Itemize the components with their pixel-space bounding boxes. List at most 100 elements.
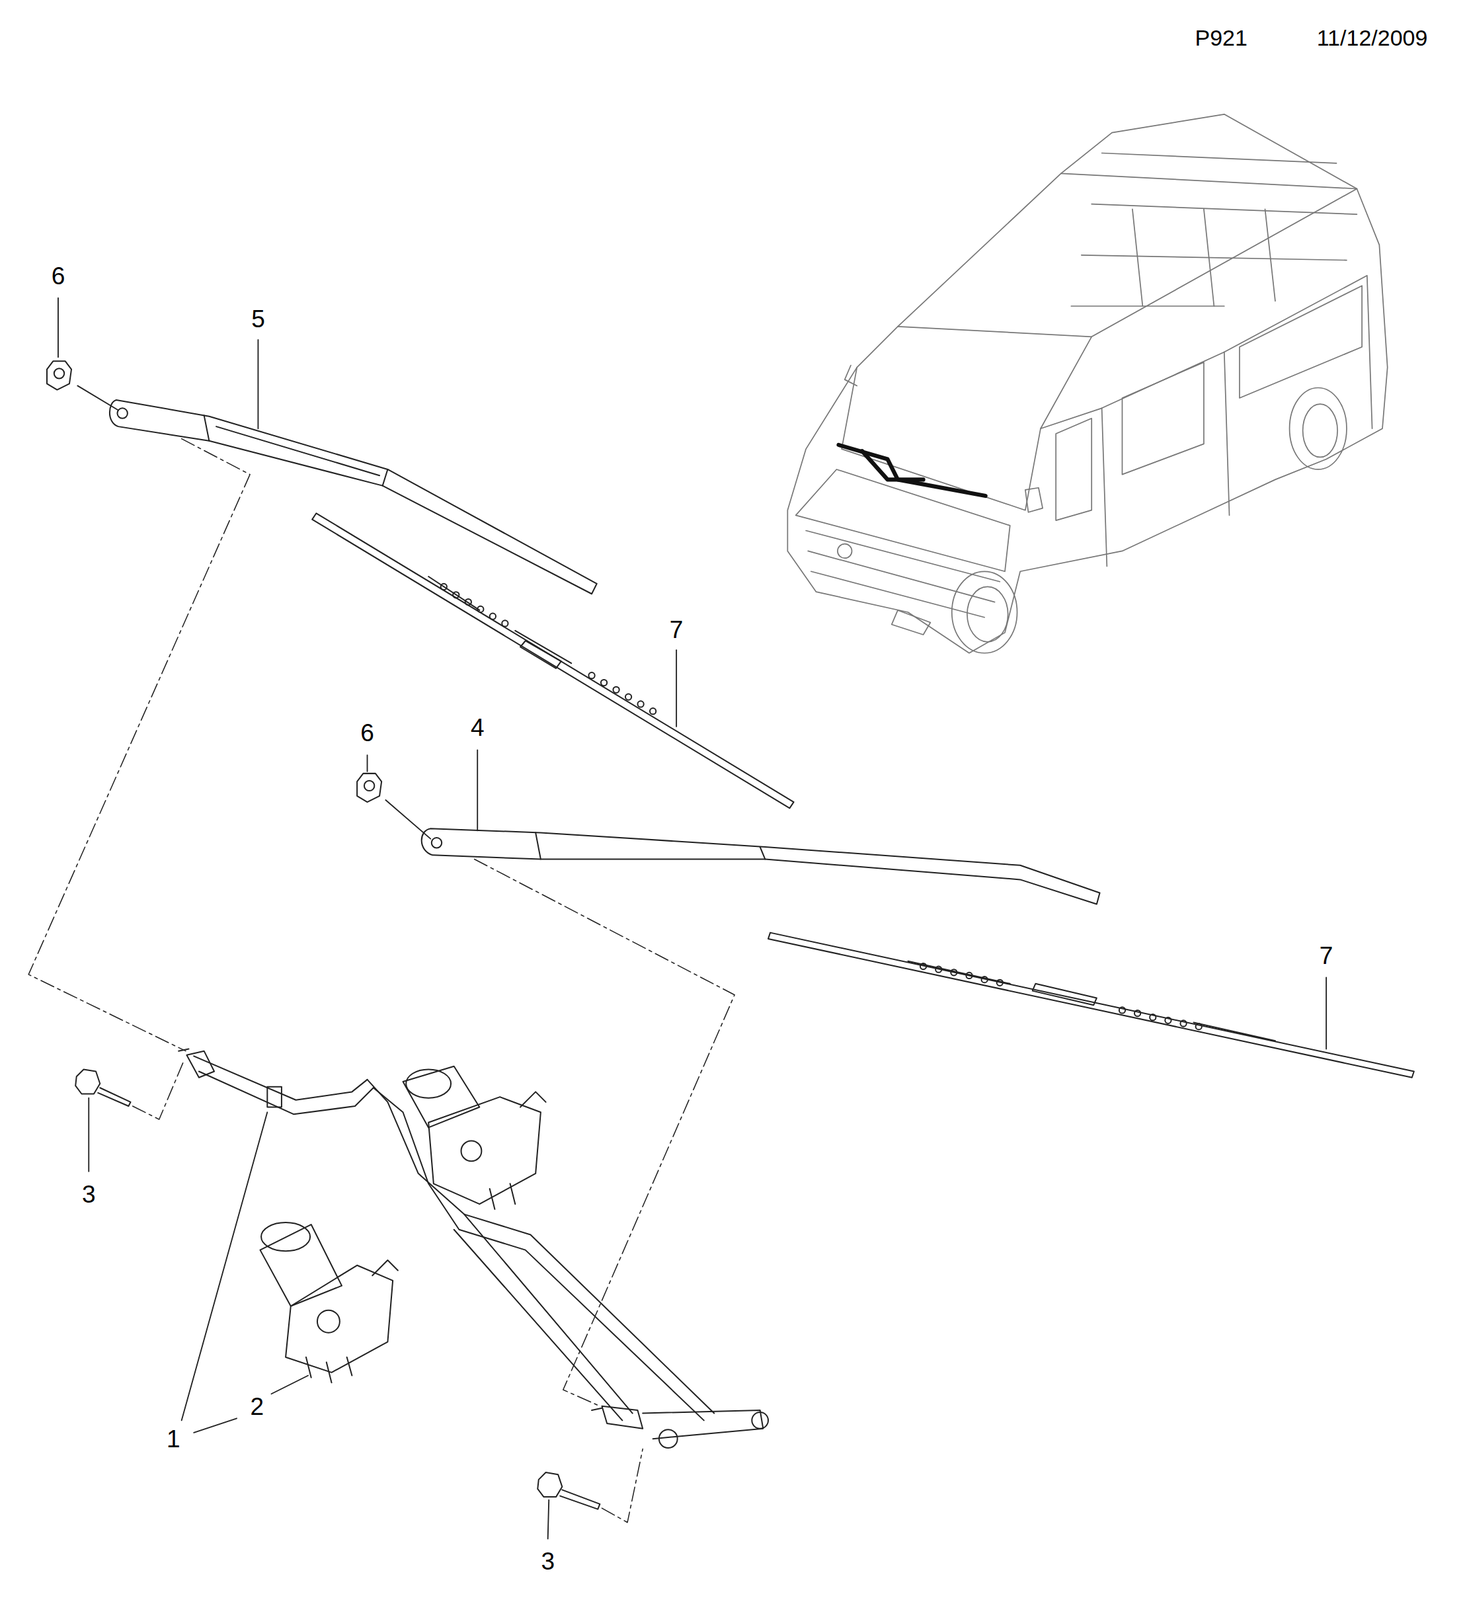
callout-number: 4 — [470, 715, 485, 740]
wiper-arm-part — [117, 407, 127, 418]
wiper-linkage-part — [267, 1086, 282, 1108]
wiper-blade-part — [440, 583, 447, 590]
wiper-blade-part — [996, 979, 1003, 986]
leader-line-part — [271, 1375, 309, 1394]
wiper-arm-part — [431, 837, 442, 848]
bolt-part — [75, 1069, 100, 1094]
van-outline-part — [1303, 403, 1338, 457]
guide-line-part — [132, 1061, 184, 1120]
van-outline-part — [891, 610, 931, 635]
wiper-motor — [403, 1066, 547, 1210]
wiper-motor-part — [461, 1140, 482, 1161]
wiper-blade-part — [600, 679, 607, 686]
van-outline-part — [841, 336, 1092, 510]
van-outline-part — [805, 530, 1000, 618]
wiper-motor-part — [317, 1310, 340, 1333]
van-outline-part — [1289, 387, 1347, 469]
wiper-blade-part — [1119, 1006, 1126, 1013]
nut-part — [356, 773, 382, 802]
wiper-linkage-part — [186, 1051, 215, 1078]
wiper-blade — [768, 932, 1415, 1078]
wiper-blade-part — [625, 693, 632, 700]
leader-line-part — [57, 298, 59, 358]
wiper-blade-part — [965, 972, 972, 979]
van-outline-part — [1040, 407, 1107, 566]
leader-line-part — [193, 1418, 237, 1433]
guide-line — [28, 438, 735, 1523]
wiper-blade-part — [489, 613, 496, 620]
wiper-blade-part — [1164, 1017, 1171, 1024]
wiper-blade-part — [465, 598, 472, 605]
bolt-part — [97, 1087, 131, 1107]
wiper-linkage — [178, 1049, 769, 1448]
callout-number: 6 — [360, 720, 375, 746]
leader-line-part — [366, 754, 369, 772]
wiper-blade-part — [1195, 1023, 1202, 1030]
leader-line-part — [476, 749, 478, 831]
wiper-linkage-part — [751, 1412, 769, 1429]
callout-number: 5 — [251, 306, 266, 331]
wiper-linkage-part — [198, 1071, 374, 1115]
wiper-motor-part — [261, 1222, 311, 1251]
leader-line-part — [548, 1500, 550, 1540]
wiper-motor-part — [520, 1091, 547, 1107]
van-outline-part — [1102, 351, 1230, 515]
wiper-blade-part — [907, 961, 1276, 1041]
wiper-motor-part — [372, 1260, 398, 1276]
van-outline-part — [1121, 362, 1204, 475]
leader-line-part — [77, 385, 119, 410]
van-outline-part — [1025, 487, 1043, 513]
nut-part — [54, 368, 65, 379]
callout-number: 1 — [166, 1426, 181, 1452]
leader-line-part — [257, 339, 259, 429]
wiper-blade-part — [1032, 983, 1097, 1005]
van-outline-part — [897, 189, 1357, 338]
wiper-motor-part — [285, 1265, 393, 1373]
callout-number: 3 — [540, 1548, 555, 1574]
van-outline-part — [1061, 173, 1358, 189]
wiper-arm — [109, 399, 597, 594]
leader-line-part — [87, 1098, 90, 1172]
sheet-date: 11/12/2009 — [1316, 26, 1428, 49]
guide-line-part — [601, 1449, 643, 1523]
wiper-arm-part — [204, 415, 389, 486]
bolt — [75, 1069, 600, 1509]
wiper-blade-part — [981, 976, 988, 983]
guide-line-part — [474, 859, 736, 1407]
van-outline-part — [1132, 208, 1276, 307]
van-outline-part — [787, 114, 1387, 654]
van-outline-part — [1055, 418, 1092, 521]
wiper-linkage-part — [373, 1087, 705, 1421]
leader-line-part — [675, 649, 677, 727]
nut — [46, 360, 382, 802]
wiper-motor-part — [428, 1096, 541, 1204]
wiper-arm-part — [535, 832, 765, 859]
bolt-part — [537, 1472, 562, 1497]
van-outline-part — [844, 365, 858, 387]
van-outline — [787, 114, 1387, 654]
callout-number: 7 — [1319, 942, 1334, 968]
van-outline-part — [1070, 153, 1357, 307]
wiper-blade-part — [950, 969, 957, 976]
wiper-linkage-part — [193, 1055, 367, 1100]
wiper-linkage-part — [591, 1408, 602, 1411]
van-outline-part — [837, 544, 853, 559]
wiper-blade-part — [452, 591, 459, 598]
wiper-blade-part — [520, 640, 562, 669]
wiper-blade-part — [1134, 1010, 1141, 1017]
wiper-blade-part — [935, 966, 942, 973]
van-wiper-mark — [838, 444, 986, 496]
wiper-blade — [312, 513, 794, 808]
wiper-motor — [260, 1222, 398, 1383]
wiper-linkage-part — [659, 1429, 678, 1448]
wiper-arm-part — [421, 828, 1101, 904]
wiper-motor-part — [260, 1224, 342, 1306]
bolt-part — [559, 1489, 600, 1509]
van-outline-part — [1239, 285, 1362, 398]
wiper-blade-part — [477, 606, 484, 613]
van-outline-part — [1224, 275, 1373, 430]
wiper-blade-part — [501, 620, 508, 627]
sheet-code: P921 — [1194, 26, 1247, 49]
wiper-blade-part — [768, 932, 1415, 1078]
